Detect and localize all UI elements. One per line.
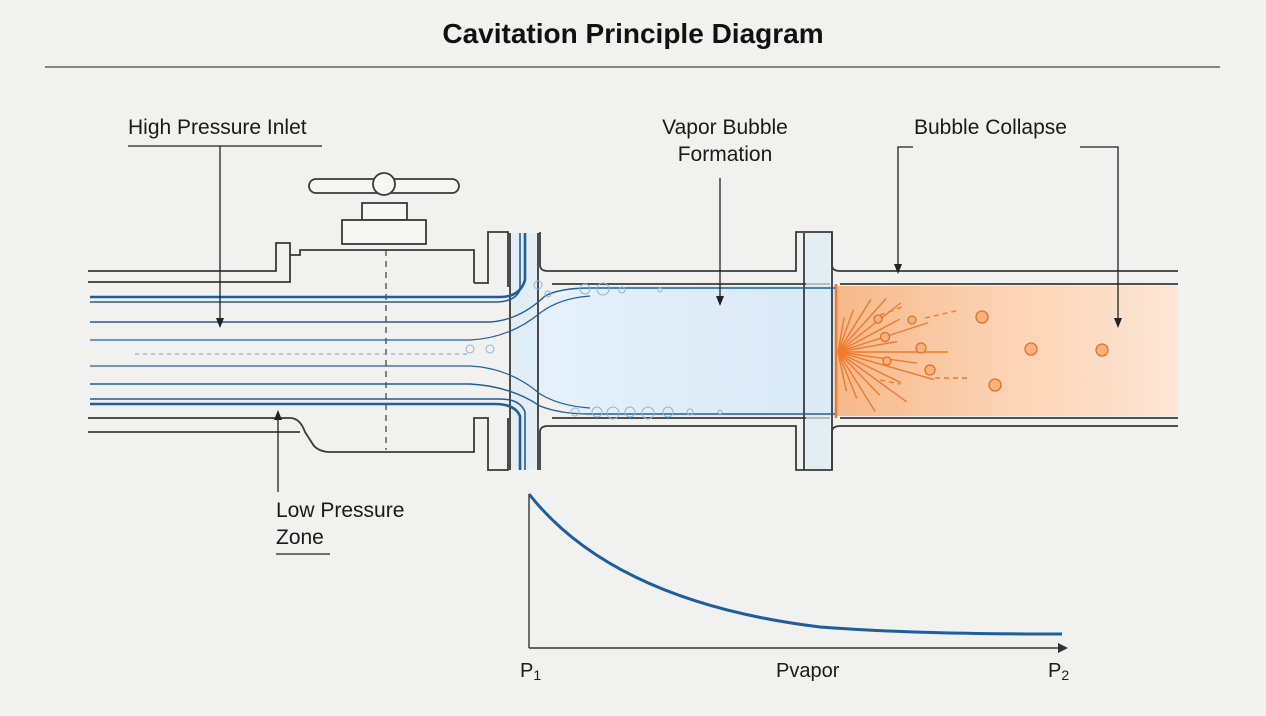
collapse-ray [837,351,881,396]
valve [308,172,460,450]
axis-label-p2: P2 [1048,660,1069,683]
collapse-ray [837,351,935,381]
collapse-callout-left [897,146,913,268]
vapor-bubble-label-line1: Vapor Bubble [662,116,788,139]
vapor-callout-arrow [716,296,724,306]
vapor-bubble-label: Vapor Bubble Formation [640,114,810,168]
low-pressure-zone-label: Low Pressure Zone [276,497,404,551]
collapse-ray [837,351,876,412]
pipe-section-right-walls [509,233,833,470]
collapse-ray [837,318,901,353]
low-pressure-label-line1: Low Pressure [276,499,405,522]
collapse-callout-left-arrow [894,264,902,274]
collapse-streak [879,379,901,385]
p2-subscript: 2 [1061,667,1070,683]
collapse-ray [837,351,848,392]
collapse-region [836,286,1178,416]
high-pressure-inlet-label: High Pressure Inlet [128,116,307,139]
inlet-callout-arrow [216,318,224,328]
vapor-bubble-label-line2: Formation [677,143,773,166]
collapse-ray [837,351,902,384]
p1-subscript: 1 [533,667,542,683]
low-pressure-label-line2: Zone [276,526,324,549]
collapse-ray [837,299,872,353]
collapse-streak [924,309,961,319]
diagram-title: Cavitation Principle Diagram [442,18,824,49]
collapse-ray [837,309,855,353]
bubble-collapse-label: Bubble Collapse [914,116,1067,139]
pressure-plot [527,493,1068,653]
flow-lines [90,233,835,470]
collapse-ray [837,351,908,403]
pressure-curve [527,493,1063,636]
vapor-region [520,286,835,416]
vapor-bubbles [465,280,723,420]
pipe-walls [88,231,1178,471]
pressure-x-arrow [1058,643,1068,653]
collapse-bubbles [873,310,1109,392]
collapse-ray [837,340,898,353]
collapse-ray [837,317,845,353]
collapse-callout-right [1080,146,1119,322]
axis-label-p1: P1 [520,660,541,683]
collapse-ray [837,351,858,399]
collapse-ray [837,351,918,364]
low-pressure-callout-arrow [274,410,282,420]
p2-base: P [1048,660,1062,682]
p1-base: P [520,660,534,682]
collapse-streak [879,305,906,316]
axis-label-pvapor: Pvapor [776,660,840,682]
callouts [128,145,1122,555]
flange-right-fill [806,233,830,469]
collapse-callout-right-arrow [1114,318,1122,328]
collapse-ray [837,298,887,353]
